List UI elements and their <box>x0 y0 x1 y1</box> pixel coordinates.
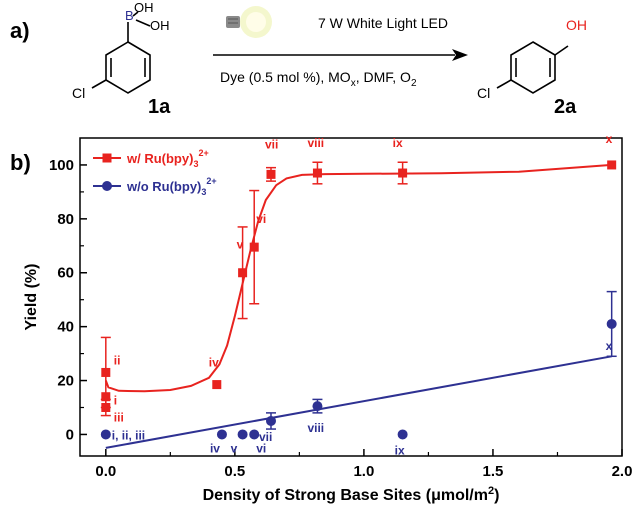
panel-b-label: b) <box>10 150 31 175</box>
noru-point <box>237 429 248 440</box>
product-name: 2a <box>554 96 577 118</box>
noru-point <box>312 401 323 412</box>
noru-point-label: vii <box>259 430 272 444</box>
x-tick-label: 2.0 <box>612 463 632 480</box>
x-tick-label: 1.0 <box>353 463 374 480</box>
ru-point-label: iii <box>114 410 124 424</box>
ru-point <box>266 169 276 179</box>
noru-point <box>397 429 408 440</box>
y-tick-label: 0 <box>66 426 74 443</box>
x-tick-label: 0.0 <box>95 463 116 480</box>
y-tick-label: 100 <box>49 157 74 174</box>
ru-point-label: v <box>237 238 244 252</box>
x-tick-label: 0.5 <box>224 463 245 480</box>
ru-point <box>398 168 408 178</box>
reactant-oh-right: OH <box>150 18 170 33</box>
legend-marker <box>102 181 112 191</box>
ru-point-label: x <box>606 132 613 146</box>
noru-point-label: v <box>231 441 238 455</box>
y-tick-label: 20 <box>57 373 74 390</box>
boron-bonds <box>132 11 151 27</box>
ru-point <box>101 367 111 377</box>
ru-point-label: vi <box>256 212 266 226</box>
ru-point-label: viii <box>307 136 324 150</box>
x-tick-label: 1.5 <box>483 463 504 480</box>
plot-frame <box>79 137 623 457</box>
panel-a-label: a) <box>10 18 30 43</box>
reactant-name: 1a <box>148 96 171 118</box>
noru-point-label: ix <box>395 443 405 457</box>
y-tick-label: 80 <box>57 211 74 228</box>
noru-point <box>100 429 111 440</box>
legend-label: w/ Ru(bpy)32+ <box>126 148 209 169</box>
reaction-arrow <box>213 49 468 61</box>
noru-point <box>216 429 227 440</box>
led-bulb-icon <box>226 6 272 38</box>
ru-point <box>101 392 111 402</box>
reactant-oh-top: OH <box>134 0 154 15</box>
product-structure <box>496 41 569 94</box>
ru-point <box>312 168 322 178</box>
legend-marker <box>102 153 112 163</box>
product-cl-label: Cl <box>477 85 490 101</box>
y-tick-label: 60 <box>57 265 74 282</box>
ru-point <box>212 380 222 390</box>
light-label: 7 W White Light LED <box>318 15 448 31</box>
noru-point-label: x <box>606 339 613 353</box>
ru-point <box>607 160 617 170</box>
noru-point <box>249 429 260 440</box>
noru-point-label: iv <box>210 441 220 455</box>
product-oh-label: OH <box>566 17 587 33</box>
noru-point <box>265 415 276 426</box>
ru-point-label: iv <box>209 356 219 370</box>
noru-point <box>606 318 617 329</box>
reactant-boron-label: B <box>125 8 134 23</box>
noru-point-label: viii <box>307 421 324 435</box>
noru-fit-line <box>105 355 612 449</box>
conditions-text: Dye (0.5 mol %), MOx, DMF, O2 <box>220 69 417 89</box>
ru-point-label: ii <box>114 353 121 367</box>
ru-point-label: ix <box>393 136 403 150</box>
ru-point <box>238 268 248 278</box>
y-tick-label: 40 <box>57 319 74 336</box>
noru-point-label: i, ii, iii <box>112 428 145 442</box>
legend-label: w/o Ru(bpy)32+ <box>126 176 217 197</box>
ru-fit-line <box>104 163 612 393</box>
reactant-structure <box>91 22 151 94</box>
ru-point-label: vii <box>265 137 278 151</box>
ru-point <box>249 242 259 252</box>
y-axis-label: Yield (%) <box>23 264 40 331</box>
ru-point-label: i <box>114 394 117 408</box>
noru-point-label: vi <box>256 441 266 455</box>
reactant-cl-label: Cl <box>72 85 85 101</box>
x-axis-label: Density of Strong Base Sites (μmol/m2) <box>203 485 500 504</box>
ru-point <box>101 402 111 412</box>
